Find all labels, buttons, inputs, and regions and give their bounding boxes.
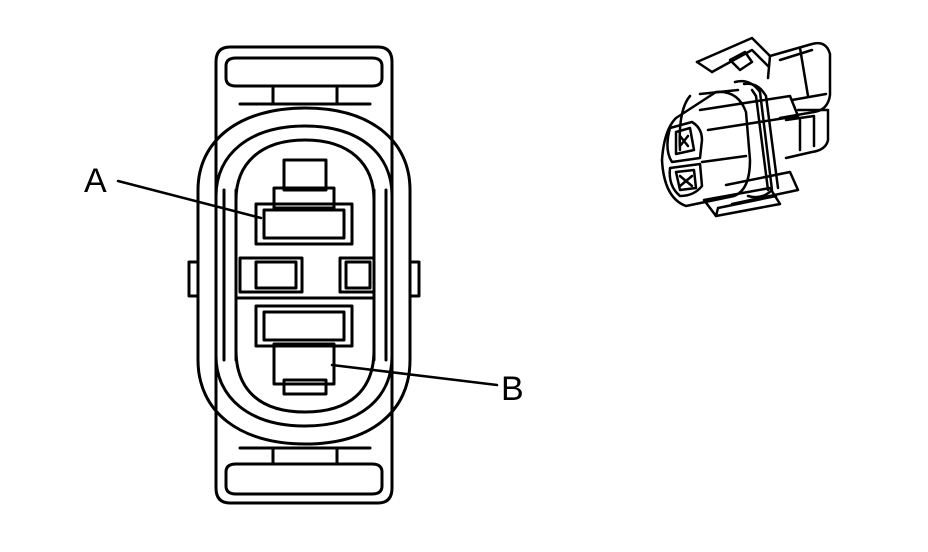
top-latch xyxy=(224,56,384,88)
seal-inner-oval xyxy=(214,124,394,428)
label-a: A xyxy=(84,162,107,200)
cavity-oval xyxy=(234,138,376,414)
connector-face-view xyxy=(187,45,421,505)
leader-line-b xyxy=(330,363,499,387)
leader-line-a xyxy=(116,179,263,220)
connector-isometric-view xyxy=(660,36,832,218)
terminal-b xyxy=(254,304,354,396)
bottom-latch xyxy=(224,462,384,496)
label-b: B xyxy=(501,370,524,408)
center-divider xyxy=(234,256,376,300)
terminal-a xyxy=(254,158,354,246)
seal-outer-oval xyxy=(196,106,412,446)
housing-outline xyxy=(214,45,394,505)
